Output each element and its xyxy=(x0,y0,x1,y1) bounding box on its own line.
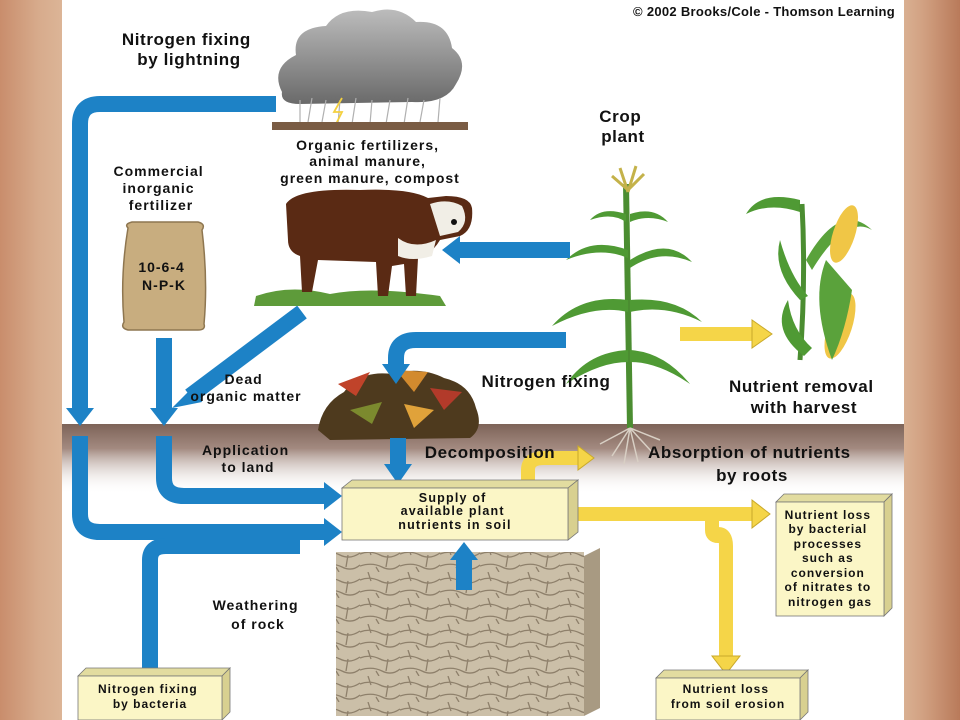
bacterial-loss-box xyxy=(775,493,893,617)
supply-box xyxy=(340,479,580,541)
label-nutrient-removal: Nutrient removal with harvest xyxy=(729,377,879,417)
label-supply-of-nutrients: Supply of available plant nutrients in s… xyxy=(398,491,511,532)
bag-label: 10-6-4 N-P-K xyxy=(138,259,189,293)
yellow-arrowheads xyxy=(577,319,773,675)
fertilizer-bag-illustration xyxy=(121,221,207,331)
corn-plant-illustration xyxy=(552,165,702,465)
label-bacterial-loss: Nutrient loss by bacterial processes suc… xyxy=(784,508,875,609)
label-organic-fertilizers: Organic fertilizers, animal manure, gree… xyxy=(280,137,460,186)
blue-arrowheads xyxy=(66,236,478,560)
label-weathering-of-rock: Weathering of rock xyxy=(213,597,304,632)
label-commercial-fertilizer: Commercial inorganic fertilizer xyxy=(113,163,208,213)
label-crop-plant: Crop plant xyxy=(599,107,646,146)
label-decomposition: Decomposition xyxy=(425,443,556,462)
label-nitrogen-fixing-bacteria: Nitrogen fixing by bacteria xyxy=(98,682,202,711)
storm-cloud-illustration xyxy=(272,9,468,130)
harvested-corn-illustration xyxy=(746,197,872,361)
label-absorption: Absorption of nutrients by roots xyxy=(648,443,856,485)
blue-flow-arrows xyxy=(72,96,570,670)
cow-illustration xyxy=(254,189,473,306)
label-dead-organic-matter: Dead organic matter xyxy=(190,371,301,404)
label-lightning: Nitrogen fixing by lightning xyxy=(122,30,256,69)
label-soil-erosion-loss: Nutrient loss from soil erosion xyxy=(671,682,785,711)
label-nitrogen-fixing: Nitrogen fixing xyxy=(482,372,611,391)
dead-leaves-illustration xyxy=(318,370,479,440)
erosion-box xyxy=(655,669,809,720)
label-application-to-land: Application to land xyxy=(202,442,294,475)
bacteria-box xyxy=(77,667,231,720)
yellow-flow-arrows xyxy=(521,327,752,658)
copyright-notice: © 2002 Brooks/Cole - Thomson Learning xyxy=(633,4,895,19)
